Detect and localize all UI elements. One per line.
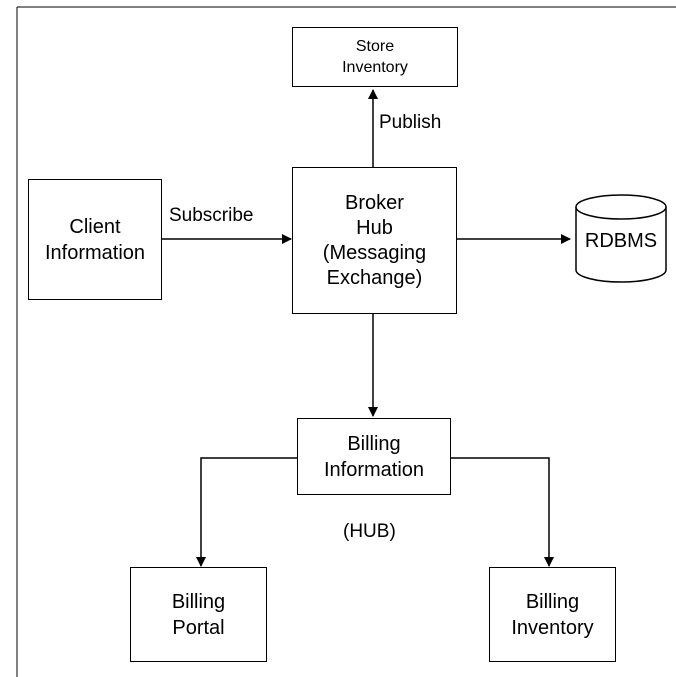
hub-annotation: (HUB) (343, 521, 396, 542)
billing-inventory-box: Billing Inventory (489, 567, 616, 662)
billing-portal-line-1: Billing (171, 590, 226, 613)
edge-label-subscribe: Subscribe (169, 205, 254, 226)
broker-hub-line-4: Exchange) (326, 266, 423, 289)
broker-hub-line-2: Hub (356, 216, 393, 239)
client-information-line-2: Information (44, 241, 146, 264)
rdbms-cylinder (575, 194, 667, 283)
store-inventory-line-2: Inventory (342, 59, 408, 76)
edge-billing-to-portal-arrow (196, 457, 297, 567)
billing-portal-line-2: Portal (172, 616, 225, 639)
billing-information-line-2: Information (323, 458, 425, 481)
store-inventory-box: Store Inventory (292, 27, 458, 87)
broker-hub-line-1: Broker (345, 191, 404, 214)
rdbms-label: RDBMS (584, 230, 658, 252)
client-information-box: Client Information (28, 179, 162, 300)
edge-label-publish: Publish (379, 112, 442, 133)
billing-inventory-line-2: Inventory (511, 616, 594, 639)
edge-billing-to-inventory-arrow (450, 457, 554, 567)
store-inventory-line-1: Store (355, 38, 395, 55)
billing-portal-box: Billing Portal (130, 567, 267, 662)
broker-hub-box: Broker Hub (Messaging Exchange) (292, 167, 457, 314)
client-information-line-1: Client (69, 215, 121, 238)
billing-information-box: Billing Information (297, 418, 451, 495)
broker-hub-line-3: (Messaging (322, 241, 427, 264)
billing-information-line-1: Billing (347, 432, 401, 455)
billing-inventory-line-1: Billing (525, 590, 580, 613)
